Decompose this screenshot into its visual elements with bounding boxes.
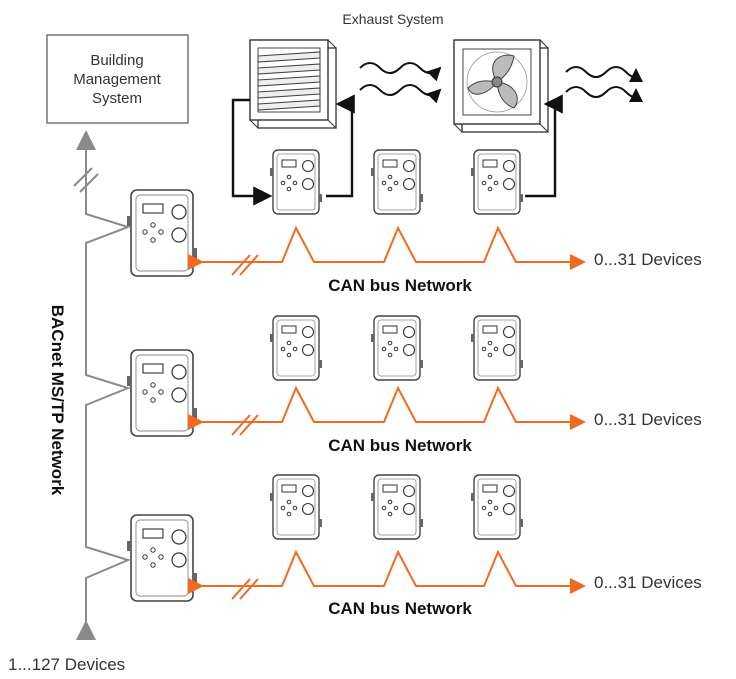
- controller-icon: [126, 189, 198, 277]
- bacnet-bus-line: [73, 130, 132, 640]
- bms-label-line-1: Building: [90, 52, 143, 69]
- can-devices-label: 0...31 Devices: [594, 250, 702, 269]
- bms-label-line-3: System: [92, 90, 142, 107]
- can-devices-label: 0...31 Devices: [594, 573, 702, 592]
- bacnet-network-label: BACnet MS/TP Network: [48, 305, 67, 496]
- can-devices-label: 0...31 Devices: [594, 410, 702, 429]
- controller-icon: [126, 349, 198, 437]
- airflow-icon: [359, 62, 442, 104]
- airflow-icon: [565, 66, 643, 103]
- can-bus-network-2: CAN bus Network 0...31 Devices: [188, 315, 702, 455]
- bms-label-line-2: Management: [73, 71, 161, 88]
- damper-icon: [249, 39, 337, 129]
- controller-icon: [370, 315, 424, 381]
- controller-icon: [370, 149, 424, 215]
- damper-control-wiring: [231, 94, 355, 206]
- controller-icon: [470, 149, 524, 215]
- building-management-system-box: Building Management System: [46, 34, 189, 124]
- can-bus-label: CAN bus Network: [328, 276, 472, 295]
- diagram-title: Exhaust System: [342, 11, 443, 27]
- bacnet-devices-label: 1...127 Devices: [8, 655, 125, 674]
- controller-icon: [370, 474, 424, 540]
- can-bus-network-3: CAN bus Network 0...31 Devices: [188, 474, 702, 618]
- controller-icon: [269, 315, 323, 381]
- can-bus-label: CAN bus Network: [328, 599, 472, 618]
- controller-icon: [470, 474, 524, 540]
- controller-icon: [470, 315, 524, 381]
- can-bus-label: CAN bus Network: [328, 436, 472, 455]
- controller-icon: [126, 514, 198, 602]
- controller-icon: [269, 474, 323, 540]
- fan-control-wiring: [525, 94, 563, 198]
- controller-icon: [269, 149, 323, 215]
- can-bus-network-1: CAN bus Network 0...31 Devices: [188, 149, 702, 295]
- fan-icon: [453, 39, 549, 133]
